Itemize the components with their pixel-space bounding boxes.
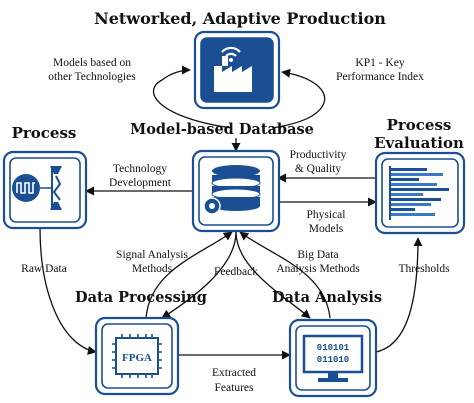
label-physical-2: Models [309,223,344,235]
label-kpi-1: KP1 - Key [355,57,404,69]
node-database [191,149,281,233]
bar-chart-icon [389,166,449,220]
database-gear-icon [203,165,261,215]
label-feedback: Feedback [214,266,258,278]
edge-big-data-analysis [239,231,331,319]
label-physical-1: Physical [307,209,346,221]
title-process-evaluation-line1: Process [387,116,452,134]
title-data-processing: Data Processing [75,289,207,306]
label-bigdata-2: Analysis Methods [276,263,360,275]
label-extracted-2: Features [215,382,254,394]
node-factory [193,30,281,110]
label-models-other-2: other Technologies [48,71,136,83]
waveform-chip-icon [12,166,62,210]
node-evaluation [374,151,466,235]
title-model-based-database: Model-based Database [130,121,314,138]
node-monitor: 010101 011010 [288,318,378,398]
edge-raw-data [39,227,97,355]
edge-thresholds [375,237,423,353]
fpga-chip-label: FPGA [122,352,152,364]
label-tech-dev-2: Development [109,177,172,189]
title-data-analysis: Data Analysis [272,289,382,306]
title-process: Process [12,124,77,142]
edge-kpi [271,68,326,129]
edge-feedback-right [235,231,311,319]
fpga-chip-icon: FPGA [112,334,162,378]
binary-monitor-icon: 010101 011010 [302,334,364,382]
monitor-line-1: 010101 [317,343,350,353]
edge-feedback-left [161,231,237,319]
label-raw-data: Raw Data [21,263,67,275]
label-productivity-2: & Quality [295,163,342,175]
monitor-line-2: 011010 [317,355,349,365]
node-process [2,150,88,230]
label-extracted-1: Extracted [212,367,256,379]
title-networked-production: Networked, Adaptive Production [94,9,386,28]
edge-signal-analysis [145,231,233,319]
label-signal-2: Methods [132,263,173,275]
label-bigdata-1: Big Data [297,249,338,261]
label-models-other-1: Models based on [53,57,131,69]
title-process-evaluation-line2: Evaluation [374,134,464,152]
label-tech-dev-1: Technology [113,163,167,175]
factory-wifi-icon [201,38,273,102]
edge-models-other-technologies [152,65,233,129]
label-thresholds: Thresholds [398,263,450,275]
label-kpi-2: Performance Index [336,71,424,83]
label-signal-1: Signal Analysis [116,249,188,261]
node-fpga: FPGA [94,316,180,396]
label-productivity-1: Productivity [290,149,347,161]
